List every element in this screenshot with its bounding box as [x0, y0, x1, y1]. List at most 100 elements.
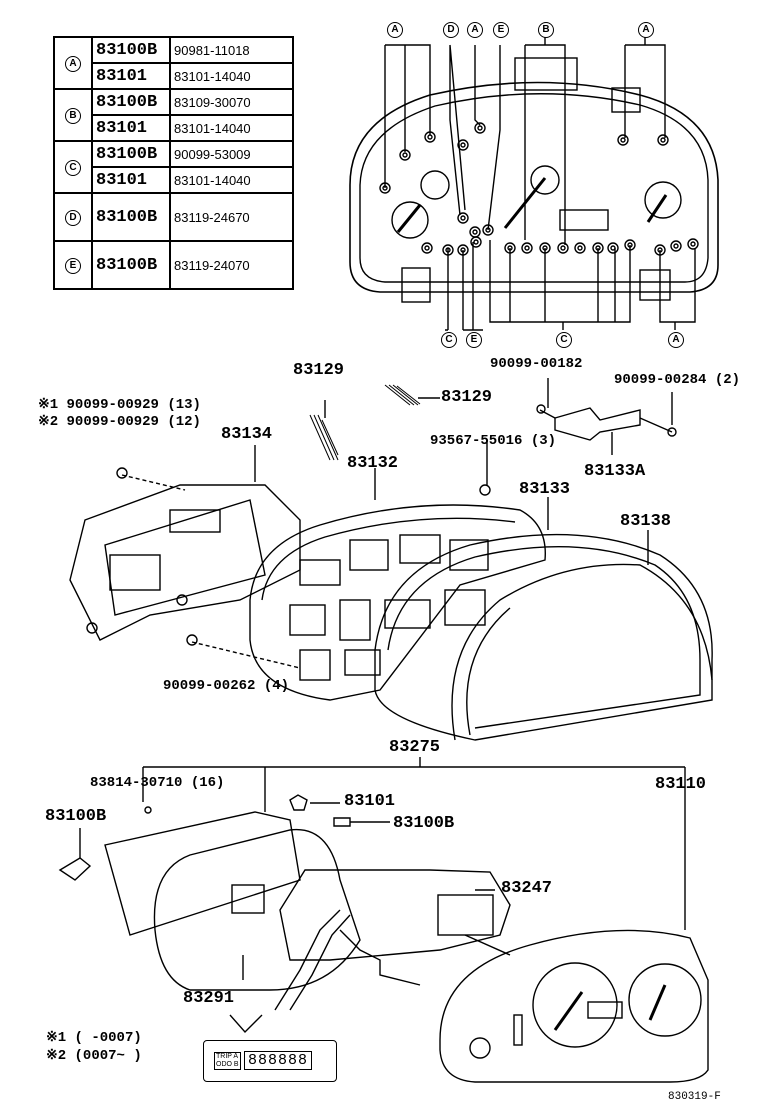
part-label-93567-55016: 93567-55016 (3) — [430, 433, 557, 449]
part-label-83110: 83110 — [655, 775, 707, 794]
part-label-90099-00182: 90099-00182 — [490, 356, 583, 372]
bulb-socket-center — [460, 215, 466, 221]
legend-part-code: 83101 — [91, 114, 171, 142]
part-label-83814-30710: 83814-30710 (16) — [90, 775, 225, 791]
legend-part-number: 83109-30070 — [169, 88, 294, 116]
marker-a2: A — [467, 22, 483, 38]
screws — [116, 467, 491, 646]
part-label-83134: 83134 — [221, 425, 273, 444]
bulb-socket-center — [620, 137, 626, 143]
lcd-trip-label: TRIP — [216, 1053, 232, 1060]
part-label-83129-b: 83129 — [441, 388, 493, 407]
legend-part-number: 83119-24670 — [169, 192, 294, 242]
bulb-socket-center — [424, 245, 430, 251]
marker-c1: C — [441, 332, 457, 348]
legend-key-marker: E — [65, 258, 81, 274]
lcd-odo-label: ODO — [216, 1061, 232, 1068]
part-label-83247: 83247 — [501, 879, 553, 898]
marker-a1: A — [387, 22, 403, 38]
legend-part-number: 83101-14040 — [169, 114, 294, 142]
marker-e2: E — [466, 332, 482, 348]
part-label-83132: 83132 — [347, 454, 399, 473]
bracket-83133A — [536, 404, 677, 441]
legend-part-number: 90099-53009 — [169, 140, 294, 168]
bulb-socket-center — [560, 245, 566, 251]
legend-key-marker: D — [65, 210, 81, 226]
lcd-key-b: B — [233, 1061, 239, 1068]
legend-key: E — [53, 240, 93, 290]
bulb-socket-center — [660, 137, 666, 143]
printed-board-83132 — [249, 504, 546, 701]
part-label-83275: 83275 — [389, 738, 441, 757]
case-83134 — [69, 484, 301, 641]
bulb-socket — [607, 242, 619, 254]
lens-83138 — [451, 563, 713, 741]
bulb-socket — [474, 122, 486, 134]
bulb-socket-center — [690, 241, 696, 247]
legend-part-code: 83100B — [91, 88, 171, 116]
bulb-socket-center — [472, 229, 478, 235]
dial-83110 — [439, 929, 709, 1083]
bulb-socket-center — [577, 245, 583, 251]
legend-part-number: 83101-14040 — [169, 166, 294, 194]
legend-part-number: 83119-24070 — [169, 240, 294, 290]
part-label-83133A: 83133A — [584, 462, 646, 481]
legend-key-marker: B — [65, 108, 81, 124]
window-83133 — [374, 533, 713, 741]
bulb-socket — [457, 212, 469, 224]
legend-key: C — [53, 140, 93, 194]
bulb-socket — [421, 242, 433, 254]
bulb-sockets — [379, 122, 699, 256]
legend-part-number: 90981-11018 — [169, 36, 294, 64]
bulb-socket — [457, 139, 469, 151]
bulb-socket — [657, 134, 669, 146]
part-label-83101: 83101 — [344, 792, 396, 811]
bulb-socket-center — [460, 142, 466, 148]
circuit-board-83291 — [104, 811, 361, 991]
marker-a3: A — [638, 22, 654, 38]
footnote-1: ※1 ( -0007) — [46, 1030, 142, 1046]
bulb-socket-center — [402, 152, 408, 158]
mid-leaders — [121, 378, 673, 669]
bulb-socket-center — [524, 245, 530, 251]
footnote-2: ※2 (0007~ ) — [46, 1048, 142, 1064]
assembly-bracket-83275 — [142, 757, 686, 930]
part-label-83133: 83133 — [519, 480, 571, 499]
part-label-83100B-left: 83100B — [45, 807, 107, 826]
bulb-socket — [469, 226, 481, 238]
part-label-83138: 83138 — [620, 512, 672, 531]
part-label-90099-00262: 90099-00262 (4) — [163, 678, 290, 694]
sockets-and-bulbs — [58, 794, 351, 881]
bulb-socket — [617, 134, 629, 146]
part-label-note-1: ※1 90099-00929 (13) — [38, 397, 201, 413]
bulb-socket — [574, 242, 586, 254]
part-label-90099-00284: 90099-00284 (2) — [614, 372, 741, 388]
bulb-socket — [670, 240, 682, 252]
legend-part-code: 83100B — [91, 36, 171, 64]
marker-e: E — [493, 22, 509, 38]
part-label-83129-a: 83129 — [293, 361, 345, 380]
marker-c2: C — [556, 332, 572, 348]
bottom-leaders — [79, 802, 495, 1034]
marker-d: D — [443, 22, 459, 38]
part-label-note-2: ※2 90099-00929 (12) — [38, 414, 201, 430]
part-label-83291: 83291 — [183, 989, 235, 1008]
lcd-display-inset: TRIP A ODO B 888888 — [203, 1040, 337, 1082]
legend-key: B — [53, 88, 93, 142]
legend-part-number: 83101-14040 — [169, 62, 294, 90]
figure-code: 830319-F — [668, 1091, 721, 1103]
cluster-rear-view — [349, 57, 719, 303]
legend-key: D — [53, 192, 93, 242]
legend-key-marker: A — [65, 56, 81, 72]
lcd-key-a: A — [233, 1053, 239, 1060]
bulb-socket-center — [427, 134, 433, 140]
legend-key: A — [53, 36, 93, 90]
